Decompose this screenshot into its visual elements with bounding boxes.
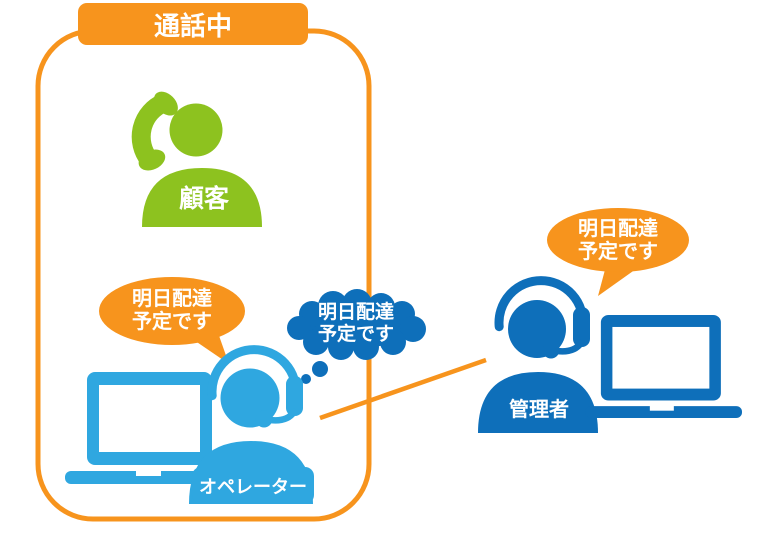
whisper-thought-cloud-icon: [287, 289, 426, 384]
operator-speech-bubble: [99, 277, 245, 364]
manager-agent-icon: [478, 276, 598, 433]
customer-person-icon: [142, 103, 262, 227]
connector-line: [319, 357, 487, 421]
operator-label: オペレーター: [192, 467, 314, 504]
manager-speech-bubble: [547, 208, 689, 296]
phone-handset-icon: [131, 91, 178, 171]
manager-laptop-icon: [585, 315, 742, 419]
call-status-badge: 通話中: [78, 3, 308, 45]
